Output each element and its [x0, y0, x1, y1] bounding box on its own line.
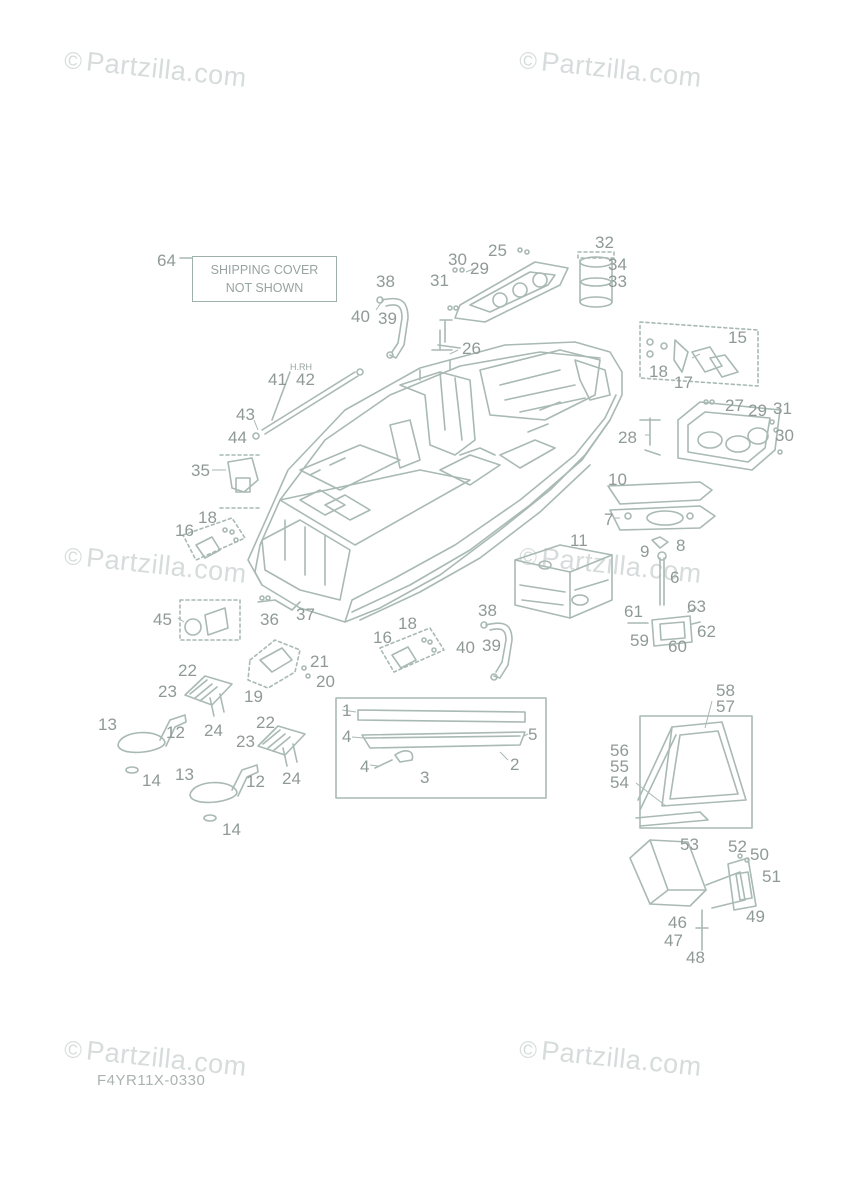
- callout-c1: 1: [342, 701, 351, 720]
- callout-c16b: 16: [373, 628, 392, 647]
- callout-c37: 37: [296, 605, 315, 624]
- callout-c36: 36: [260, 610, 279, 629]
- callout-c39b: 39: [482, 636, 501, 655]
- callout-c53: 53: [680, 835, 699, 854]
- callout-c12b: 12: [246, 772, 265, 791]
- callout-c64: 64: [157, 251, 176, 270]
- callout-c41: 41: [268, 370, 287, 389]
- callout-c20: 20: [316, 672, 335, 691]
- callout-c23a: 23: [158, 682, 177, 701]
- callout-c11: 11: [570, 531, 588, 550]
- callout-c33: 33: [608, 272, 627, 291]
- callout-c44: 44: [228, 428, 247, 447]
- callout-c16a: 16: [175, 521, 194, 540]
- callout-c29a: 29: [470, 259, 489, 278]
- callout-c25: 25: [488, 241, 507, 260]
- callout-c19: 19: [244, 687, 263, 706]
- callout-c14b: 14: [222, 820, 241, 839]
- callout-c10: 10: [608, 470, 627, 489]
- callout-c13a: 13: [98, 715, 117, 734]
- callout-c40a: 40: [351, 307, 370, 326]
- callout-c46: 46: [668, 913, 687, 932]
- callout-c31b: 31: [773, 399, 792, 418]
- callout-c45: 45: [153, 610, 172, 629]
- callout-c23b: 23: [236, 732, 255, 751]
- callout-c21: 21: [310, 652, 329, 671]
- callout-c12a: 12: [166, 723, 185, 742]
- callout-c52: 52: [728, 837, 747, 856]
- callout-c50: 50: [750, 845, 769, 864]
- callout-c30a: 30: [448, 250, 467, 269]
- callout-c9: 9: [640, 542, 649, 561]
- callout-c27: 27: [725, 396, 744, 415]
- callout-c26: 26: [462, 339, 481, 358]
- callout-c31a: 31: [430, 271, 449, 290]
- callout-c55: 55: [610, 757, 629, 776]
- callout-c5: 5: [528, 725, 537, 744]
- callout-c61: 61: [624, 602, 643, 621]
- callout-c59: 59: [630, 631, 649, 650]
- callout-c6: 6: [670, 568, 679, 587]
- callout-c60: 60: [668, 637, 687, 656]
- callout-c18a: 18: [649, 362, 668, 381]
- callout-c38b: 38: [478, 601, 497, 620]
- shipping-note-line2: NOT SHOWN: [225, 281, 304, 295]
- callout-c34: 34: [608, 255, 627, 274]
- callout-c18b: 18: [198, 508, 217, 527]
- callout-c38a: 38: [376, 272, 395, 291]
- callout-c8: 8: [676, 536, 685, 555]
- callout-c29b: 29: [748, 401, 767, 420]
- boat-hull: [247, 341, 623, 623]
- hrh-label: H.RH: [290, 362, 312, 372]
- hand-rail-part: [381, 297, 409, 359]
- callout-c35: 35: [191, 461, 210, 480]
- callout-c63: 63: [687, 597, 706, 616]
- callout-c56: 56: [610, 741, 629, 760]
- callout-c13b: 13: [175, 765, 194, 784]
- callout-c15: 15: [728, 328, 747, 347]
- shipping-note-line1: SHIPPING COVER: [210, 263, 319, 277]
- callout-c48: 48: [686, 948, 705, 967]
- diagram-code: F4YR11X-0330: [97, 1072, 206, 1089]
- callout-c4b: 4: [360, 757, 369, 776]
- callout-c57: 57: [716, 697, 735, 716]
- callout-c58: 58: [716, 681, 735, 700]
- callout-c22a: 22: [178, 661, 197, 680]
- callout-c28: 28: [618, 428, 637, 447]
- shipping-cover-note: SHIPPING COVER NOT SHOWN: [192, 256, 337, 302]
- callout-c18c: 18: [398, 614, 417, 633]
- callout-c42: 42: [296, 370, 315, 389]
- callout-c3: 3: [420, 768, 429, 787]
- callout-c51: 51: [762, 867, 781, 886]
- callout-c24a: 24: [204, 721, 223, 740]
- callout-c32: 32: [595, 233, 614, 252]
- callout-c14a: 14: [142, 771, 161, 790]
- callout-c47: 47: [664, 931, 683, 950]
- callout-c49: 49: [746, 907, 765, 926]
- callout-c40b: 40: [456, 638, 475, 657]
- callout-c24b: 24: [282, 769, 301, 788]
- callout-c62: 62: [697, 622, 716, 641]
- callout-c30b: 30: [775, 426, 794, 445]
- callout-c17: 17: [674, 373, 693, 392]
- callout-c22b: 22: [256, 713, 275, 732]
- callout-c4a: 4: [342, 727, 351, 746]
- callout-c39a: 39: [378, 309, 397, 328]
- callout-c2: 2: [510, 755, 519, 774]
- callout-c54: 54: [610, 773, 629, 792]
- callout-c7: 7: [604, 510, 613, 529]
- callout-c43: 43: [236, 405, 255, 424]
